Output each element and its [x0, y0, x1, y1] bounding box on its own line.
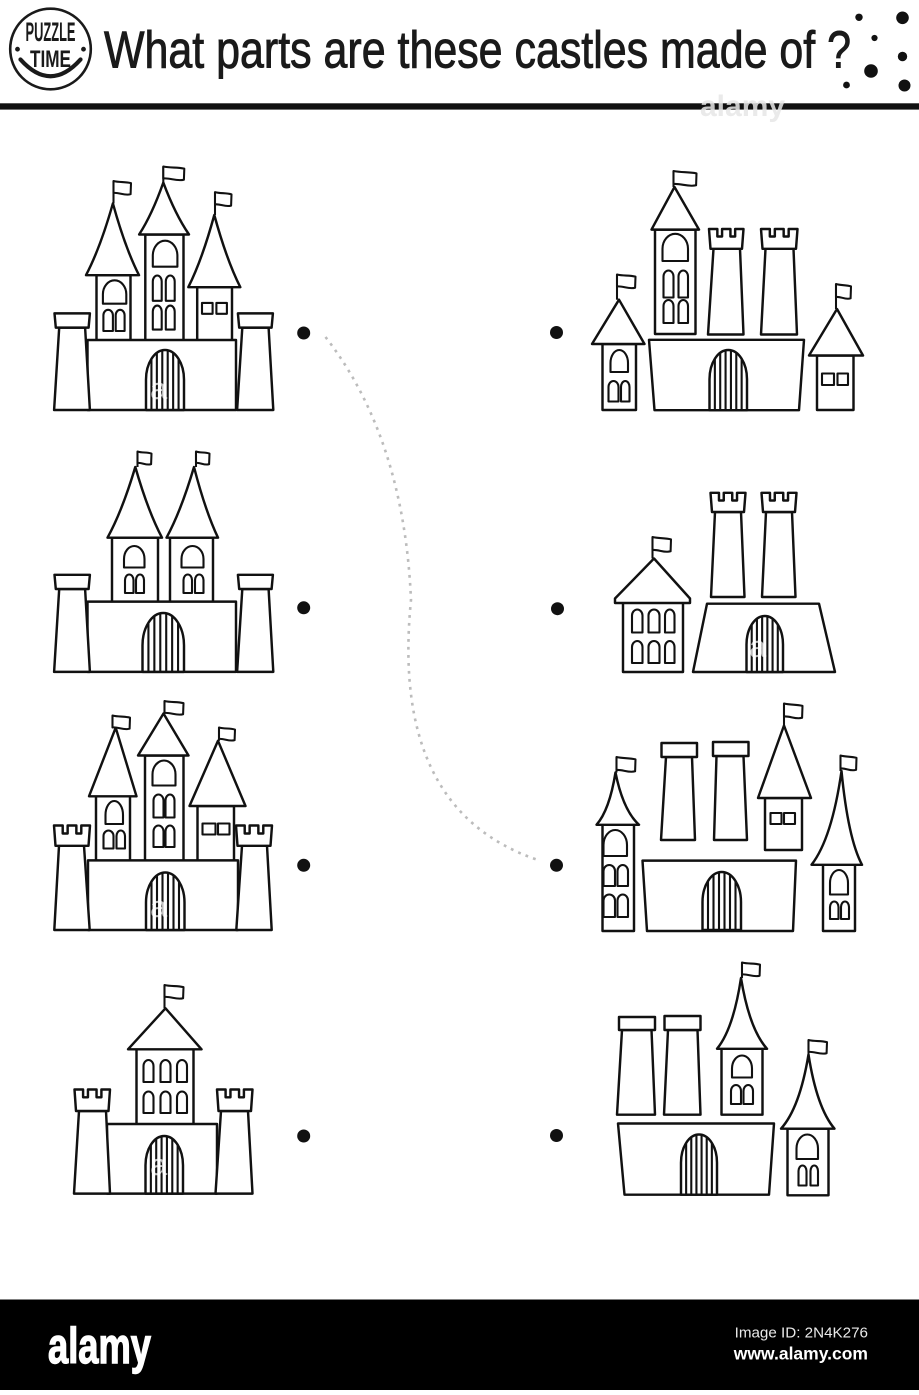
svg-text:a: a [749, 629, 767, 664]
svg-text:PUZZLE: PUZZLE [26, 17, 76, 47]
svg-text:TIME: TIME [30, 46, 71, 73]
svg-text:a: a [150, 1147, 168, 1182]
svg-text:a: a [150, 889, 168, 924]
svg-text:alamy: alamy [48, 1318, 151, 1374]
svg-text:What parts are these castles m: What parts are these castles made of ? [104, 22, 851, 80]
svg-text:Image ID: 2N4K276: Image ID: 2N4K276 [735, 1325, 868, 1342]
svg-text:a: a [150, 371, 168, 406]
svg-text:www.alamy.com: www.alamy.com [733, 1344, 868, 1364]
svg-text:alamy: alamy [700, 90, 785, 123]
